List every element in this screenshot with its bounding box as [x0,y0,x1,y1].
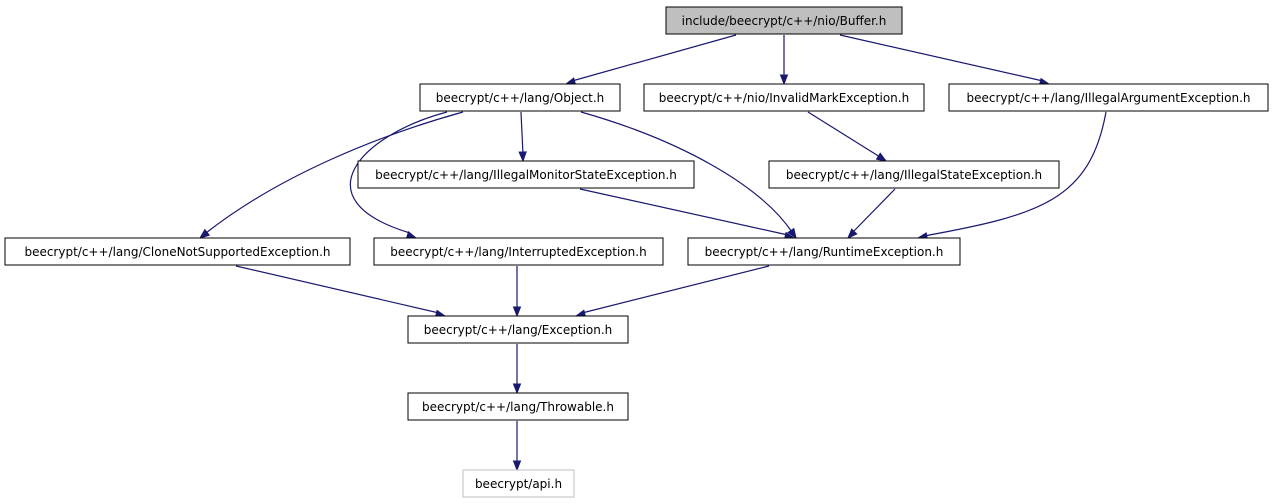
edge-line [579,188,789,236]
edge-clonenot-to-exception [235,265,447,318]
edge-line [839,34,1044,82]
arrow-head [518,151,527,163]
node-label: include/beecrypt/c++/nio/Buffer.h [682,14,887,28]
node-object[interactable]: beecrypt/c++/lang/Object.h [419,83,621,112]
node-label: beecrypt/c++/lang/IllegalStateException.… [786,168,1042,182]
edge-exception-to-throwable [512,344,522,395]
node-box [462,469,575,498]
edge-object-to-monitorstate [518,111,527,163]
edge-line [807,111,881,158]
arrow-head [512,460,522,472]
arrow-head [779,74,789,86]
arrow-head [512,306,522,318]
edge-line [851,188,896,234]
node-invalidmark[interactable]: beecrypt/c++/nio/InvalidMarkException.h [643,83,925,112]
edge-line [923,111,1107,237]
node-box [643,83,925,112]
node-box [373,237,664,266]
edge-layer [198,34,1107,472]
edge-buffer-to-object [564,34,737,86]
edge-line [581,265,770,314]
node-clonenot[interactable]: beecrypt/c++/lang/CloneNotSupportedExcep… [4,237,351,266]
node-label: beecrypt/api.h [475,477,562,491]
edge-interrupted-to-exception [512,266,522,318]
node-buffer[interactable]: include/beecrypt/c++/nio/Buffer.h [665,6,903,35]
node-label: beecrypt/c++/lang/CloneNotSupportedExcep… [24,245,330,259]
node-label: beecrypt/c++/lang/IllegalMonitorStateExc… [375,168,677,182]
node-interrupted[interactable]: beecrypt/c++/lang/InterruptedException.h [373,237,664,266]
arrow-head [875,152,888,162]
edge-line [520,111,524,156]
node-monitorstate[interactable]: beecrypt/c++/lang/IllegalMonitorStateExc… [357,160,695,189]
node-box [357,160,695,189]
edge-object-to-runtime [580,111,797,240]
node-box [4,237,351,266]
edge-line [349,111,448,234]
node-label: beecrypt/c++/nio/InvalidMarkException.h [659,91,909,105]
node-box [407,392,629,421]
node-illegalarg[interactable]: beecrypt/c++/lang/IllegalArgumentExcepti… [948,83,1269,112]
edge-line [235,265,440,314]
node-box [687,237,961,266]
node-api[interactable]: beecrypt/api.h [462,469,575,498]
edge-line [571,34,737,82]
node-label: beecrypt/c++/lang/InterruptedException.h [390,245,646,259]
arrow-head [512,383,522,395]
node-exception[interactable]: beecrypt/c++/lang/Exception.h [407,315,629,344]
node-label: beecrypt/c++/lang/RuntimeException.h [705,245,944,259]
node-label: beecrypt/c++/lang/Throwable.h [422,400,614,414]
edge-buffer-to-invalidmark [779,35,789,86]
node-throwable[interactable]: beecrypt/c++/lang/Throwable.h [407,392,629,421]
edge-object-to-clonenot [198,111,464,239]
node-box [768,160,1060,189]
node-label: beecrypt/c++/lang/Object.h [436,91,605,105]
node-box [948,83,1269,112]
node-box [665,6,903,35]
edge-invalidmark-to-illegalstate [807,111,888,162]
edge-monitorstate-to-runtime [579,188,796,241]
edge-illegalstate-to-runtime [847,188,896,239]
edge-line [205,111,464,234]
arrow-head [847,228,858,239]
node-box [419,83,621,112]
arrow-head [198,228,211,239]
edge-runtime-to-exception [574,265,770,318]
node-label: beecrypt/c++/lang/IllegalArgumentExcepti… [967,91,1251,105]
arrow-head [787,227,797,240]
edge-line [580,111,793,233]
edge-buffer-to-illegalarg [839,34,1051,86]
node-runtime[interactable]: beecrypt/c++/lang/RuntimeException.h [687,237,961,266]
node-illegalstate[interactable]: beecrypt/c++/lang/IllegalStateException.… [768,160,1060,189]
edge-throwable-to-api [512,421,522,472]
node-box [407,315,629,344]
node-label: beecrypt/c++/lang/Exception.h [424,323,613,337]
